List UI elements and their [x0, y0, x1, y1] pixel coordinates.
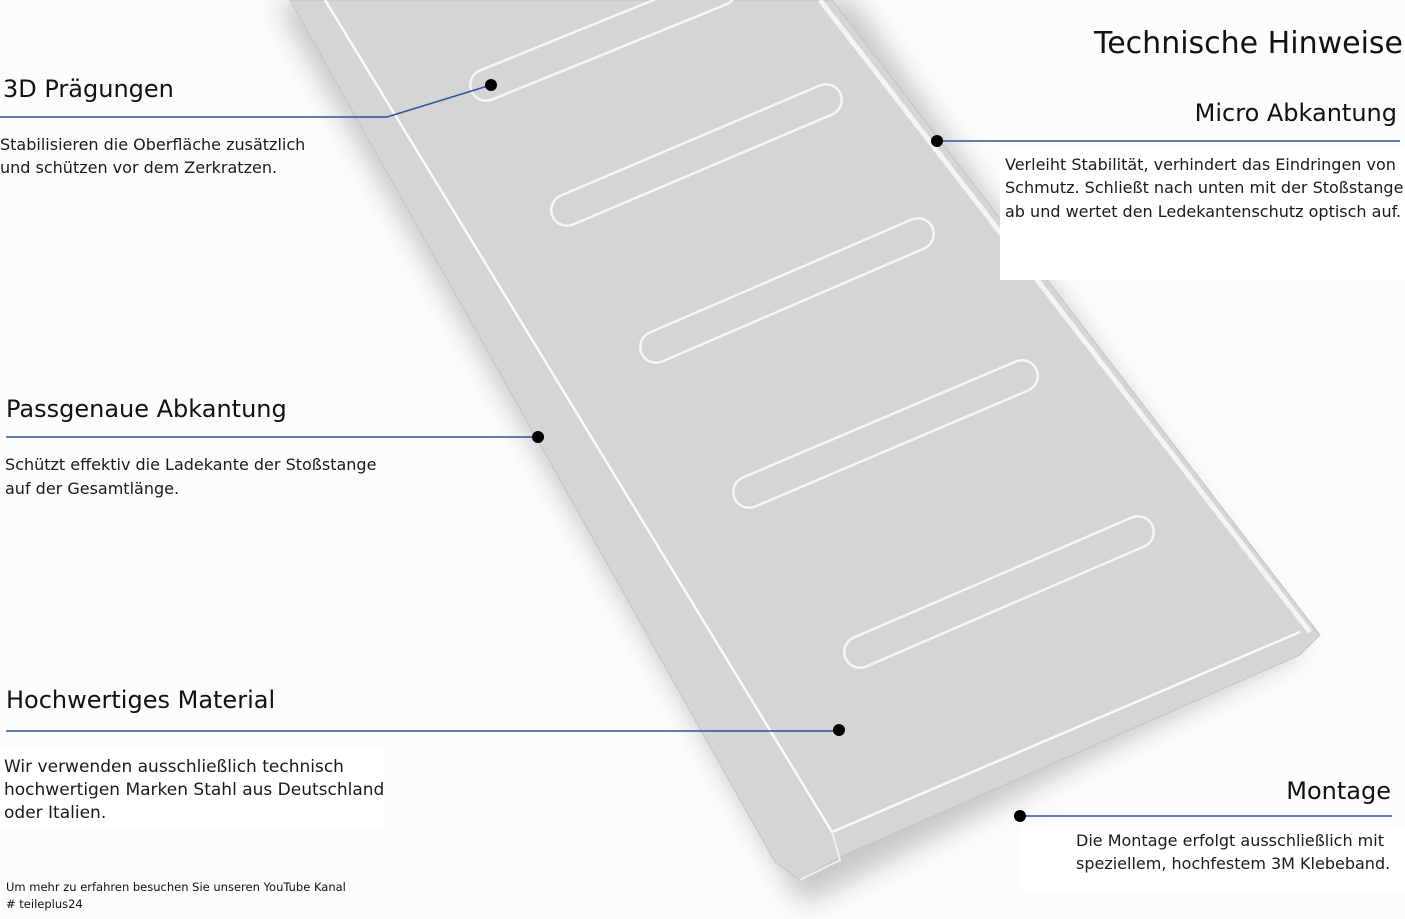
footer-youtube-text: Um mehr zu erfahren besuchen Sie unseren…: [6, 880, 346, 894]
dot-material: [833, 724, 845, 736]
callout-text-line: Wir verwenden ausschließlich technisch: [4, 757, 344, 777]
callout-heading: 3D Prägungen: [3, 75, 174, 103]
callout-text-line: auf der Gesamtlänge.: [5, 479, 180, 498]
leader-lines: [0, 84, 1400, 817]
leader-praegungen: [0, 84, 492, 118]
dot-praegungen: [485, 79, 497, 91]
dot-micro: [931, 135, 943, 147]
callout-heading: Hochwertiges Material: [6, 686, 276, 714]
callout-text-line: Schützt effektiv die Ladekante der Stoßs…: [5, 455, 377, 474]
callout-heading: Micro Abkantung: [1194, 99, 1397, 127]
callout-text-line: ab und wertet den Ledekantenschutz optis…: [1005, 202, 1402, 221]
callout-text-line: Verleiht Stabilität, verhindert das Eind…: [1005, 155, 1396, 174]
callout-text-line: hochwertigen Marken Stahl aus Deutschlan…: [4, 780, 385, 800]
marker-dots: [485, 79, 1026, 822]
callout-text-line: Die Montage erfolgt ausschließlich mit: [1076, 831, 1384, 850]
page-title: Technische Hinweise: [1094, 26, 1403, 61]
callout-heading: Montage: [1286, 777, 1391, 805]
text-backdrop: [1022, 826, 1405, 892]
callout-text-line: oder Italien.: [4, 803, 107, 823]
callout-text-line: Schmutz. Schließt nach unten mit der Sto…: [1005, 178, 1404, 197]
dot-montage: [1014, 810, 1026, 822]
embossed-ribs: [469, 0, 1155, 669]
footer-channel-tag[interactable]: # teileplus24: [6, 897, 83, 911]
text-backdrop: [0, 748, 384, 828]
callout-text-line: und schützen vor dem Zerkratzen.: [0, 158, 278, 177]
text-backdrop: [1000, 150, 1405, 280]
callout-text-line: speziellem, hochfestem 3M Klebeband.: [1076, 854, 1391, 873]
callout-heading: Passgenaue Abkantung: [6, 395, 287, 423]
bottom-fold: [799, 831, 842, 881]
micro-bend-edge: [818, 0, 1312, 634]
plate-body: [289, 0, 1321, 881]
callout-text-line: Stabilisieren die Oberfläche zusätzlich: [0, 135, 306, 154]
dot-passgenau: [532, 431, 544, 443]
